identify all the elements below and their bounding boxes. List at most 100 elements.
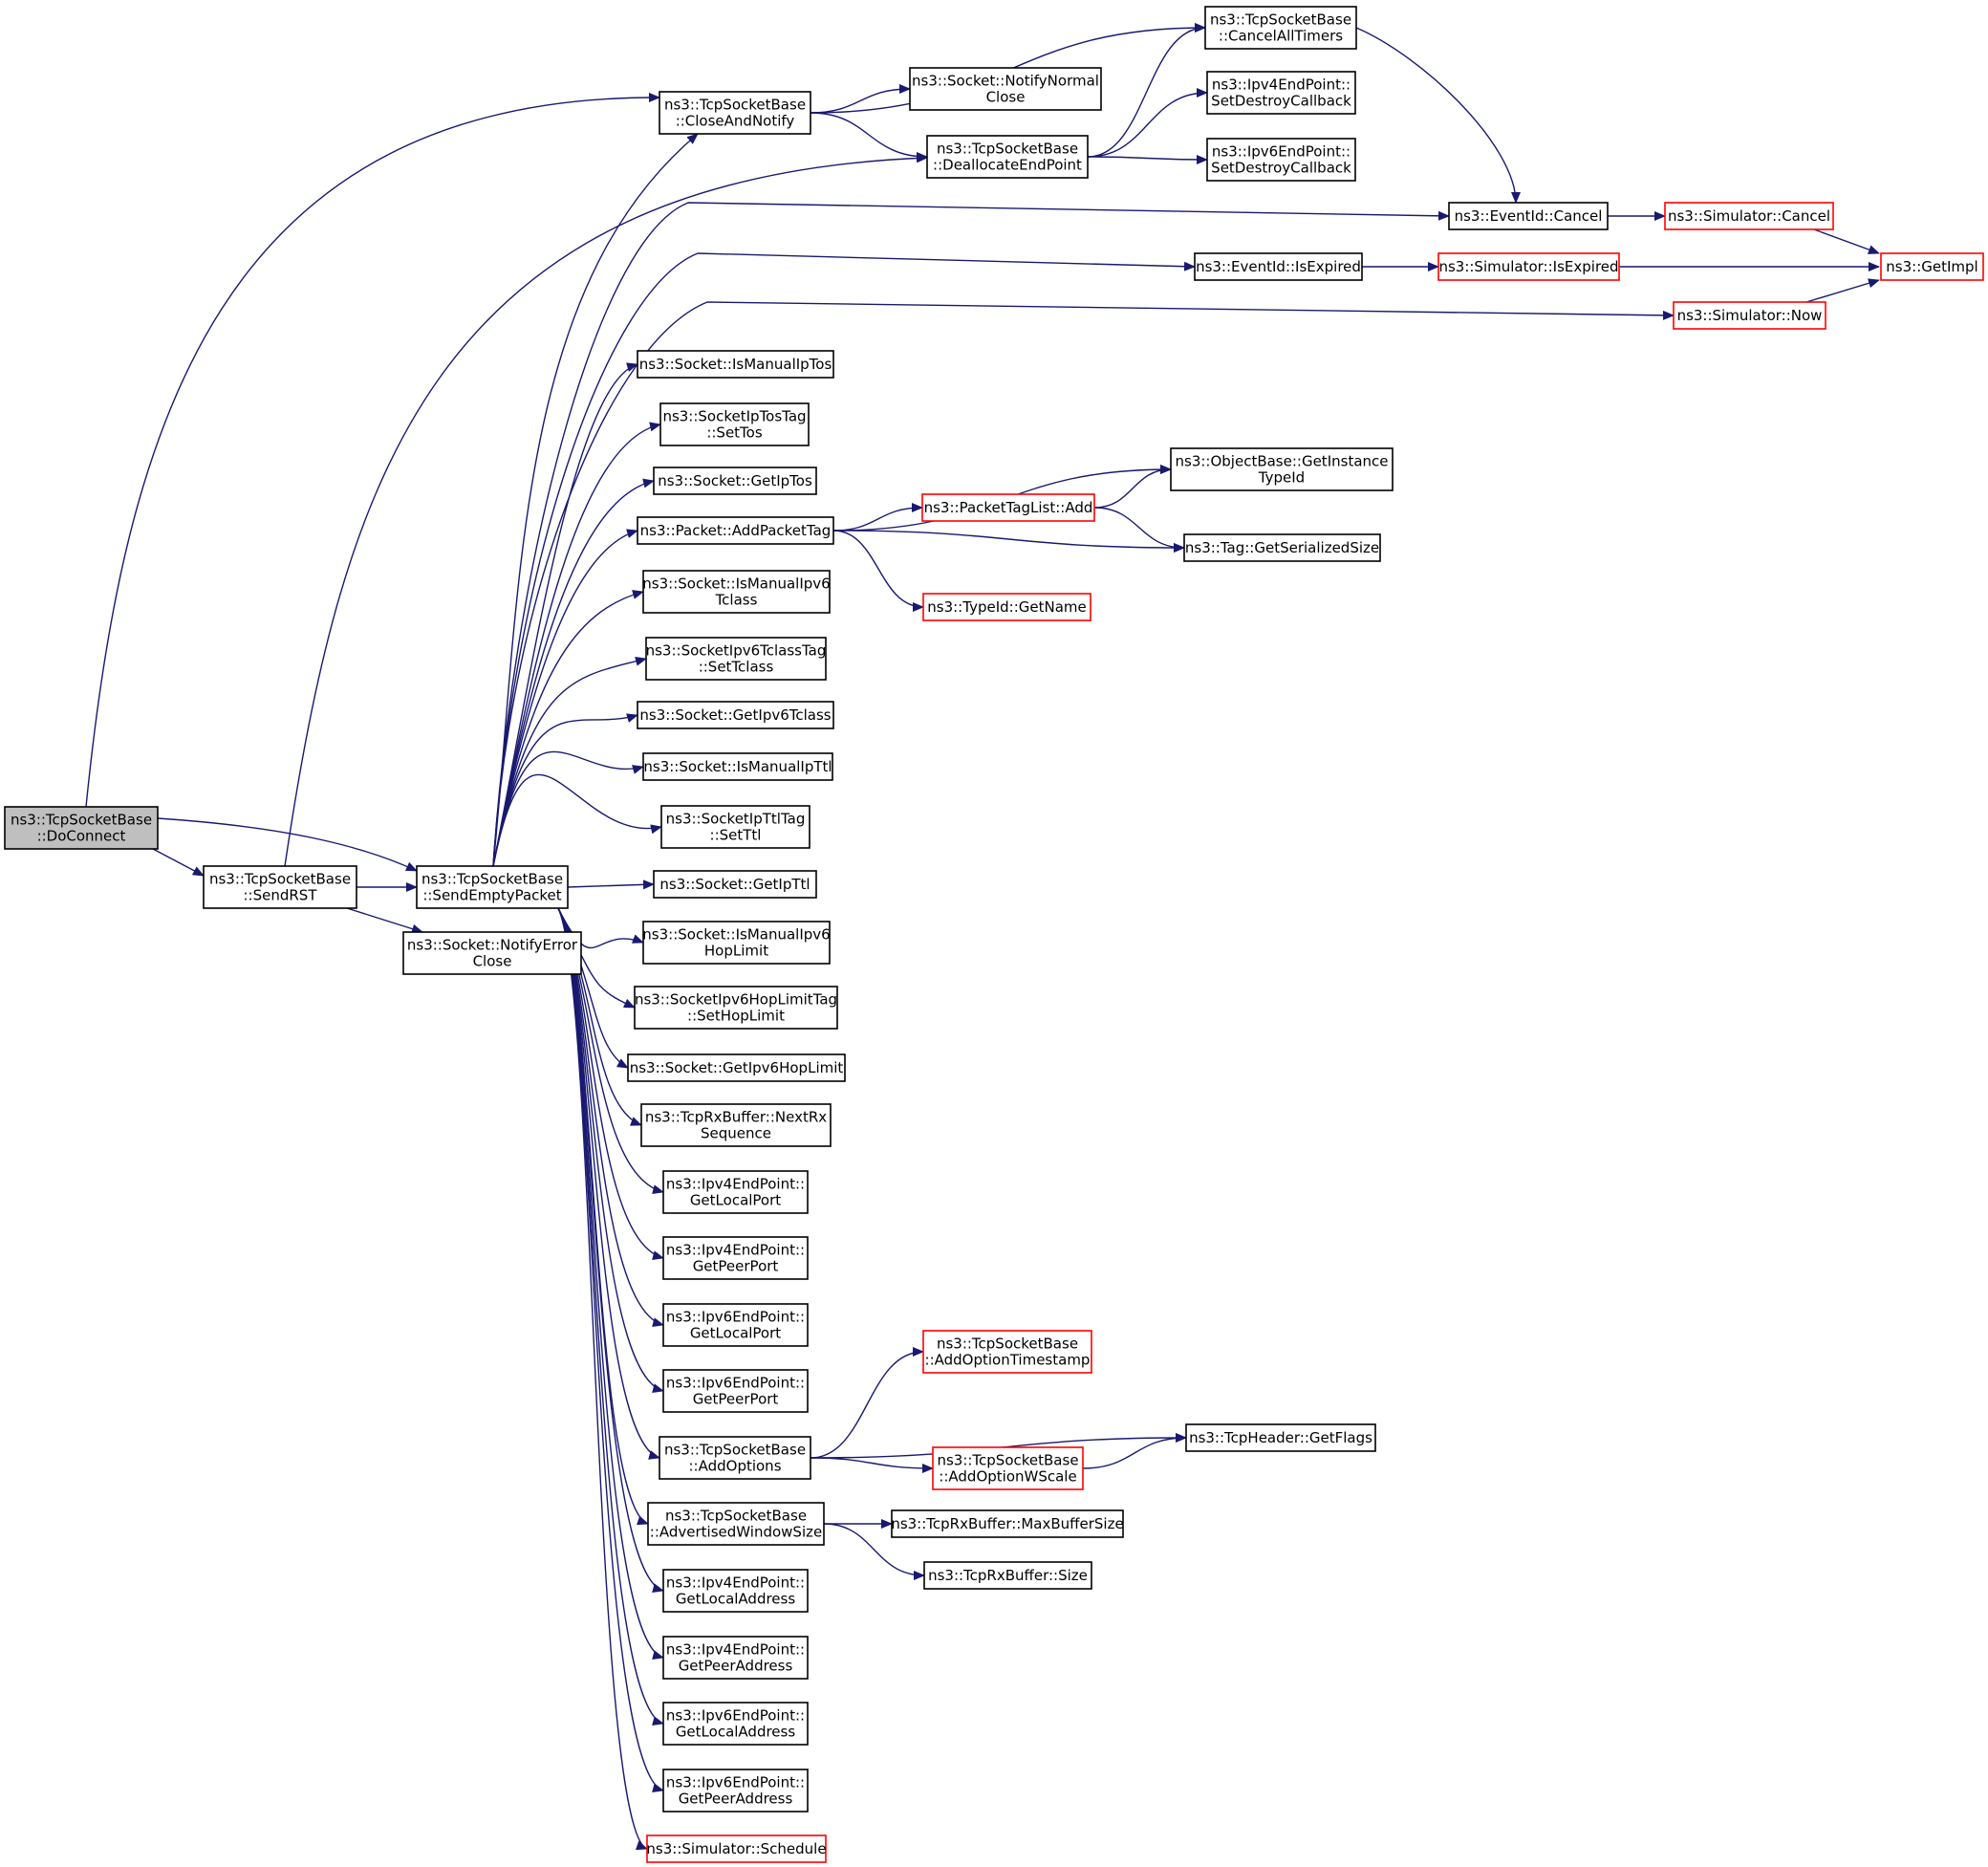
node-closeandnotify[interactable]: ns3::TcpSocketBase::CloseAndNotify (659, 91, 811, 135)
node-ipv6setdestroy[interactable]: ns3::Ipv6EndPoint::SetDestroyCallback (1206, 138, 1356, 182)
node-ipv6getpeeraddress[interactable]: ns3::Ipv6EndPoint::GetPeerAddress (662, 1769, 809, 1813)
node-ipv6getlocalport[interactable]: ns3::Ipv6EndPoint::GetLocalPort (662, 1303, 809, 1347)
node-getipttl[interactable]: ns3::Socket::GetIpTtl (653, 870, 817, 899)
node-simisexpired[interactable]: ns3::Simulator::IsExpired (1437, 252, 1620, 281)
node-rxbuffersize[interactable]: ns3::TcpRxBuffer::Size (923, 1561, 1092, 1590)
node-box (891, 1509, 1124, 1538)
node-label: ns3::TcpHeader::GetFlags (1189, 1429, 1372, 1446)
node-box (1204, 6, 1357, 50)
node-ipv6getpeerport[interactable]: ns3::Ipv6EndPoint::GetPeerPort (662, 1369, 809, 1413)
node-label: ns3::Socket::IsManualIpv6 (642, 575, 830, 593)
node-box (662, 1170, 809, 1214)
node-label: ns3::Socket::NotifyError (407, 937, 578, 954)
node-label: ns3::TcpSocketBase (937, 141, 1078, 158)
edge-sendemptypacket-to-ismanualipv6tclass (492, 590, 644, 867)
node-ipv6getlocaladdress[interactable]: ns3::Ipv6EndPoint::GetLocalAddress (662, 1702, 809, 1746)
node-settos[interactable]: ns3::SocketIpTosTag::SetTos (659, 402, 810, 446)
node-box (637, 701, 834, 729)
node-label: TypeId (1258, 469, 1305, 487)
edge-sendemptypacket-to-settclass (492, 656, 647, 867)
edge-path (1087, 88, 1208, 158)
node-simcancel[interactable]: ns3::Simulator::Cancel (1664, 202, 1834, 230)
edge-deallocateendpoint-to-ipv6setdestroy (1087, 154, 1208, 164)
node-ipv4setdestroy[interactable]: ns3::Ipv4EndPoint::SetDestroyCallback (1206, 71, 1356, 115)
edge-path (492, 773, 662, 867)
node-sendrst[interactable]: ns3::TcpSocketBase::SendRST (203, 865, 357, 909)
node-label: ns3::TypeId::GetName (927, 598, 1086, 616)
node-label: Close (473, 953, 512, 970)
edge-addoptions-to-addoptiontimestamp (810, 1347, 924, 1459)
node-ipv4getlocalport[interactable]: ns3::Ipv4EndPoint::GetLocalPort (662, 1170, 809, 1214)
node-sendemptypacket[interactable]: ns3::TcpSocketBase::SendEmptyPacket (416, 865, 569, 909)
node-typeidgetname[interactable]: ns3::TypeId::GetName (922, 593, 1091, 621)
node-getipv6tclass[interactable]: ns3::Socket::GetIpv6Tclass (637, 701, 834, 729)
node-box (922, 1330, 1092, 1374)
node-label: ns3::Socket::GetIpv6HopLimit (630, 1059, 844, 1076)
node-label: ns3::TcpSocketBase (937, 1335, 1078, 1353)
node-settclass[interactable]: ns3::SocketIpv6TclassTag::SetTclass (645, 637, 827, 681)
node-ipv4getpeerport[interactable]: ns3::Ipv4EndPoint::GetPeerPort (662, 1236, 809, 1280)
node-addoptionwscale[interactable]: ns3::TcpSocketBase::AddOptionWScale (932, 1446, 1084, 1490)
node-addoptiontimestamp[interactable]: ns3::TcpSocketBase::AddOptionTimestamp (922, 1330, 1092, 1374)
node-box (1673, 301, 1826, 330)
node-addpackettag[interactable]: ns3::Packet::AddPacketTag (637, 516, 834, 545)
node-ipv4getlocaladdress[interactable]: ns3::Ipv4EndPoint::GetLocalAddress (662, 1569, 809, 1613)
edge-path (810, 1457, 934, 1473)
edge-sendrst-to-deallocateendpoint (284, 153, 928, 867)
node-label: ns3::Socket::IsManualIpTtl (643, 758, 832, 775)
node-label: ns3::Socket::GetIpTtl (659, 876, 810, 893)
node-setttl[interactable]: ns3::SocketIpTtlTag::SetTtl (660, 805, 810, 849)
edge-sendemptypacket-to-simschedule (557, 907, 648, 1850)
node-doconnect[interactable]: ns3::TcpSocketBase::DoConnect (4, 806, 159, 850)
node-label: ns3::Packet::AddPacketTag (640, 522, 832, 539)
node-advertisedwindowsize[interactable]: ns3::TcpSocketBase::AdvertisedWindowSize (647, 1502, 825, 1546)
node-label: SetDestroyCallback (1211, 93, 1351, 110)
node-getimpl[interactable]: ns3::GetImpl (1880, 252, 1984, 281)
edge-closeandnotify-to-deallocateendpoint (810, 112, 928, 162)
node-sethoplimit[interactable]: ns3::SocketIpv6HopLimitTag::SetHopLimit (634, 986, 838, 1030)
node-label: ns3::SocketIpv6TclassTag (646, 642, 827, 660)
node-label: ::SendRST (244, 887, 318, 904)
edge-sendemptypacket-to-setttl (492, 773, 662, 867)
edge-path (1093, 465, 1172, 509)
node-box (1185, 1423, 1376, 1452)
edge-deallocateendpoint-to-cancelalltimers (1087, 23, 1206, 158)
node-box (642, 921, 831, 965)
node-box (1170, 447, 1394, 491)
node-eventidcancel[interactable]: ns3::EventId::Cancel (1448, 202, 1609, 230)
node-box (203, 865, 357, 909)
edge-path (492, 133, 699, 867)
node-ipv4getpeeraddress[interactable]: ns3::Ipv4EndPoint::GetPeerAddress (662, 1636, 809, 1680)
node-deallocateendpoint[interactable]: ns3::TcpSocketBase::DeallocateEndPoint (926, 135, 1089, 179)
node-ismanualipttl[interactable]: ns3::Socket::IsManualIpTtl (642, 752, 833, 781)
node-packettaglistadd[interactable]: ns3::PacketTagList::Add (921, 493, 1095, 522)
node-getserializedsize[interactable]: ns3::Tag::GetSerializedSize (1183, 533, 1381, 562)
edge-path (1355, 27, 1521, 204)
node-label: ns3::TcpSocketBase (665, 1508, 807, 1525)
edge-path (557, 907, 636, 1009)
node-addoptions[interactable]: ns3::TcpSocketBase::AddOptions (659, 1436, 811, 1480)
edge-addoptions-to-addoptionwscale (810, 1457, 934, 1473)
node-label: Close (986, 89, 1026, 106)
node-simschedule[interactable]: ns3::Simulator::Schedule (646, 1834, 827, 1863)
edge-path (1093, 507, 1185, 553)
node-simnow[interactable]: ns3::Simulator::Now (1673, 301, 1826, 330)
node-box (662, 1303, 809, 1347)
node-cancelalltimers[interactable]: ns3::TcpSocketBase::CancelAllTimers (1204, 6, 1357, 50)
node-box (653, 870, 817, 899)
edge-path (832, 530, 1185, 553)
edge-simnow-to-getimpl (1805, 278, 1880, 303)
node-tcpheadergetflags[interactable]: ns3::TcpHeader::GetFlags (1185, 1423, 1376, 1452)
node-eventidisexpired[interactable]: ns3::EventId::IsExpired (1194, 252, 1363, 281)
node-getiptos[interactable]: ns3::Socket::GetIpTos (653, 467, 817, 495)
edge-sendemptypacket-to-ismanualiptos (492, 362, 638, 867)
node-ismanualiptos[interactable]: ns3::Socket::IsManualIpTos (637, 350, 834, 379)
node-getipv6hoplimit[interactable]: ns3::Socket::GetIpv6HopLimit (627, 1053, 846, 1082)
node-maxbuffersize[interactable]: ns3::TcpRxBuffer::MaxBufferSize (891, 1509, 1124, 1538)
